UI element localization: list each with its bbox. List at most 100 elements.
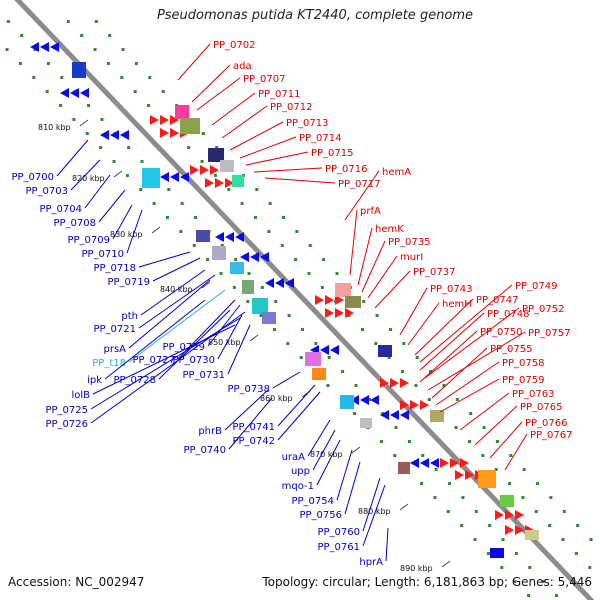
gene-label[interactable]: PP_0765 [520,402,563,413]
gene-label[interactable]: mqo-1 [282,481,314,492]
gene-label[interactable]: PP_0748 [487,309,530,320]
gene-label[interactable]: PP_0761 [317,542,360,553]
gene-label[interactable]: PP_0728 [113,375,156,386]
gene-label[interactable]: PP_0760 [317,527,360,538]
gene-label[interactable]: PP_0754 [291,496,334,507]
gene-label[interactable]: murI [400,252,423,263]
kbp-tick-mark [113,170,123,178]
label-leader-line [419,284,513,363]
gene-label[interactable]: PP_0759 [502,375,545,386]
gene-label[interactable]: PP_0717 [338,179,381,190]
gene-label[interactable]: PP_0742 [232,436,275,447]
gene-label[interactable]: PP_0721 [93,324,136,335]
gene-label[interactable]: ipk [87,375,102,386]
gene-label[interactable]: PP_0755 [490,344,533,355]
gene-arrow [420,458,429,468]
kbp-tick-label: 890 kbp [400,564,433,573]
gene-label[interactable]: PP_0750 [480,327,523,338]
track-dot [161,90,165,93]
label-leader-line [112,204,133,240]
gene-label[interactable]: hemH [442,299,472,310]
gene-label[interactable]: hemA [382,167,411,178]
track-dot [521,496,525,499]
gene-label[interactable]: PP_0708 [53,218,96,229]
gene-label[interactable]: lolB [71,390,90,401]
gene-label[interactable]: PP_0740 [183,445,226,456]
gene-label[interactable]: PP_0731 [182,370,225,381]
track-dot [180,202,184,205]
gene-label[interactable]: PP_0756 [299,510,342,521]
gene-label[interactable]: PP_0726 [45,419,88,430]
gene-label[interactable]: PP_0757 [528,328,571,339]
gene-label[interactable]: PP_0727 [132,355,175,366]
gene-label[interactable]: PP_0715 [311,148,354,159]
gene-label[interactable]: PP_0749 [515,281,558,292]
gene-label[interactable]: prfA [360,206,381,217]
kbp-tick-mark [201,281,211,289]
gene-label[interactable]: PP_0700 [11,172,54,183]
gene-box [196,230,210,242]
gene-label[interactable]: PP_0704 [39,204,82,215]
gene-arrow [450,458,459,468]
gene-label[interactable]: PP_0710 [81,249,124,260]
gene-label[interactable]: PP_0752 [522,304,565,315]
gene-label[interactable]: PP_0743 [430,284,473,295]
track-dot [272,328,276,331]
gene-label[interactable]: PP_0714 [299,133,342,144]
kbp-tick-mark [79,119,89,127]
gene-label[interactable]: PP_0713 [286,118,329,129]
gene-label[interactable]: PP_0730 [172,355,215,366]
track-dot [509,454,513,457]
gene-label[interactable]: ada [233,61,252,72]
gene-label[interactable]: PP_0718 [93,263,136,274]
gene-label[interactable]: PP_0707 [243,74,286,85]
gene-label[interactable]: PP_0767 [530,430,573,441]
gene-label[interactable]: PP_0747 [476,295,519,306]
gene-label[interactable]: PP_t18 [92,358,126,369]
gene-arrow [40,42,49,52]
gene-box [500,495,514,507]
track-dot [274,300,278,303]
gene-label[interactable]: PP_0741 [232,422,275,433]
gene-label[interactable]: PP_0758 [502,358,545,369]
kbp-tick-label: 840 kbp [160,285,193,294]
track-dot [455,398,459,401]
gene-label[interactable]: hemK [375,224,404,235]
gene-label[interactable]: PP_0719 [107,277,150,288]
label-leader-line [459,392,510,431]
label-leader-line [316,439,341,486]
gene-label[interactable]: PP_0729 [162,342,205,353]
gene-label[interactable]: hprA [359,557,383,568]
gene-label[interactable]: PP_0709 [67,235,110,246]
gene-label[interactable]: PP_0725 [45,405,88,416]
track-dot [166,216,170,219]
label-leader-line [239,136,297,159]
track-dot [94,20,98,23]
gene-label[interactable]: prsA [103,344,126,355]
track-dot [59,104,63,107]
gene-label[interactable]: pth [121,311,138,322]
label-leader-line [399,287,428,336]
gene-label[interactable]: upp [291,466,310,477]
track-dot [374,342,378,345]
track-dot [381,412,385,415]
gene-label[interactable]: PP_0716 [325,164,368,175]
gene-label[interactable]: PP_0737 [413,267,456,278]
label-leader-line [138,274,216,329]
gene-label[interactable]: PP_0712 [270,102,313,113]
gene-label[interactable]: PP_0766 [525,418,568,429]
gene-label[interactable]: PP_0738 [227,384,270,395]
gene-label[interactable]: PP_0735 [388,237,431,248]
gene-label[interactable]: PP_0763 [512,389,555,400]
label-leader-line [253,167,323,173]
gene-label[interactable]: PP_0711 [258,89,301,100]
label-leader-line [227,324,251,375]
gene-label[interactable]: PP_0702 [213,40,256,51]
gene-label[interactable]: uraA [282,452,306,463]
gene-label[interactable]: phrB [198,426,222,437]
track-dot [152,202,156,205]
track-dot [541,580,545,583]
gene-box [360,418,372,428]
gene-label[interactable]: PP_0703 [25,186,68,197]
track-dot [402,342,406,345]
